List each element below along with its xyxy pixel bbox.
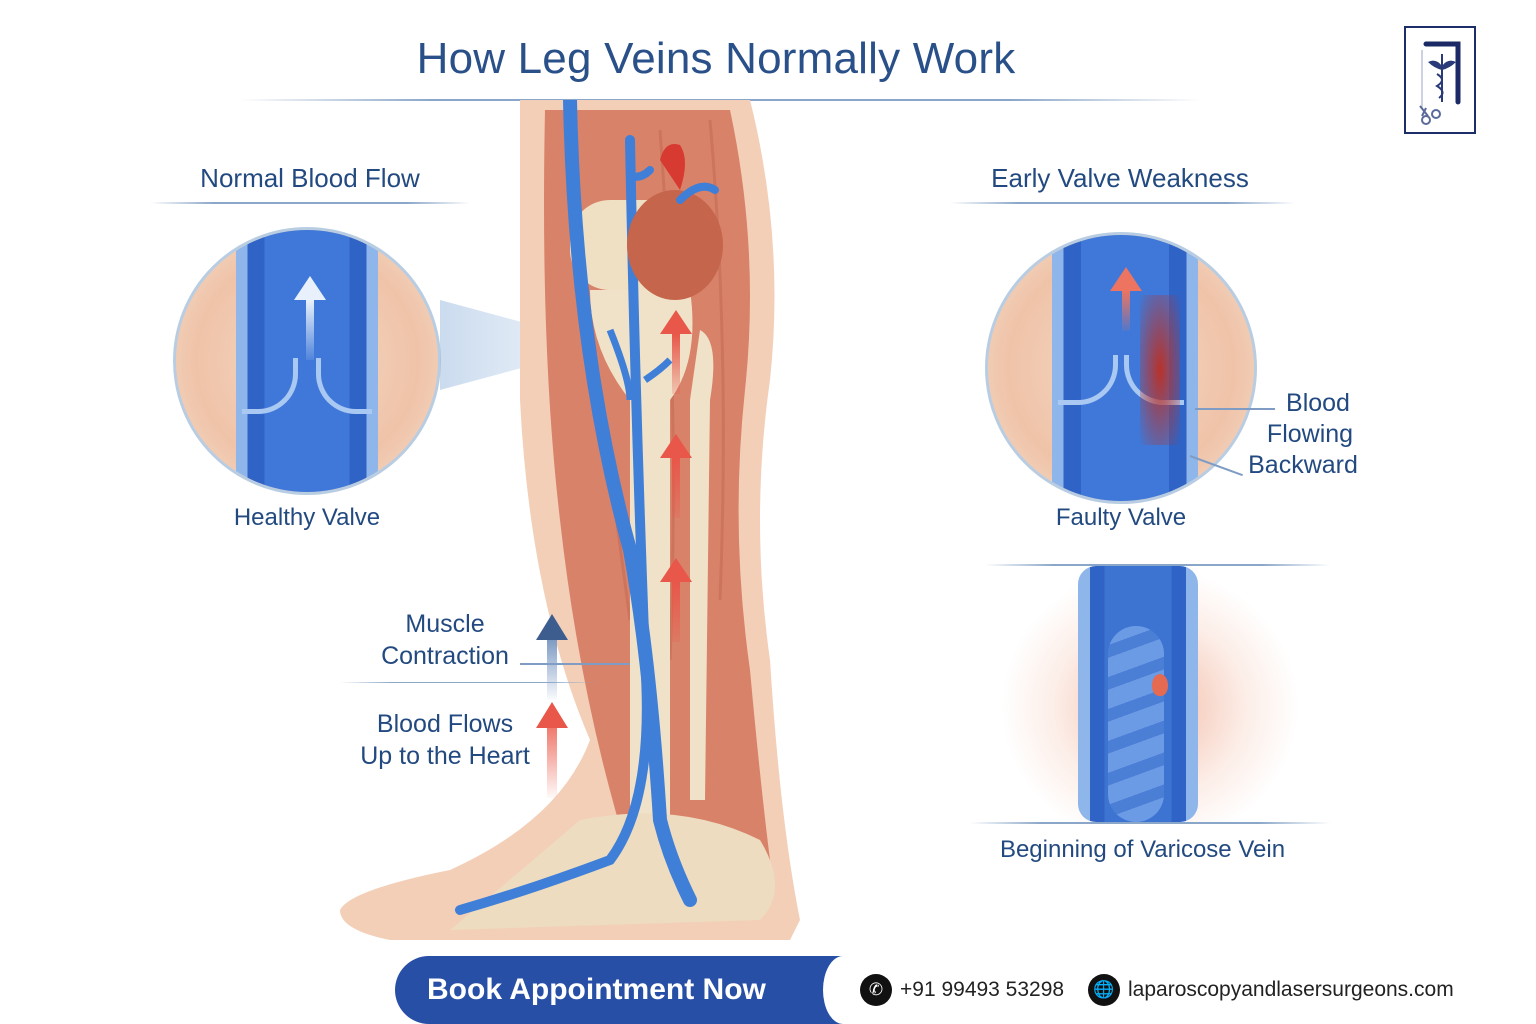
page-title: How Leg Veins Normally Work [416, 34, 1016, 83]
arrow-up-icon [536, 614, 568, 700]
arrow-up-icon [660, 558, 692, 642]
center-divider [340, 682, 600, 683]
normal-blood-flow-heading: Normal Blood Flow [200, 163, 420, 193]
twisted-vein [1108, 626, 1164, 822]
blood-pocket [1152, 674, 1168, 696]
phone-number: +91 99493 53298 [900, 978, 1065, 1001]
arrow-up-icon [294, 276, 326, 360]
arrow-up-icon [660, 434, 692, 518]
website-link[interactable]: 🌐 laparoscopyandlasersurgeons.com [1088, 972, 1454, 1008]
clinic-logo [1404, 26, 1476, 134]
valve-leaflet-right [316, 358, 372, 414]
caduceus-scissors-logo-icon [1419, 41, 1461, 125]
healthy-valve-caption: Healthy Valve [233, 504, 381, 531]
varicose-top-divider [985, 564, 1330, 566]
book-appointment-label: Book Appointment Now [427, 973, 766, 1006]
callout-pointer-upper [1195, 408, 1275, 410]
faulty-valve-caption: Faulty Valve [1055, 504, 1187, 531]
website-url: laparoscopyandlasersurgeons.com [1128, 978, 1454, 1001]
blood-flows-up-label: Blood Flows Up to the Heart [360, 710, 530, 770]
globe-icon: 🌐 [1088, 974, 1120, 1006]
varicose-bottom-divider [970, 822, 1330, 824]
blood-flow-arrows [660, 310, 692, 642]
phone-contact[interactable]: ✆ +91 99493 53298 [860, 972, 1064, 1008]
muscle-contraction-label: Muscle Contraction [381, 610, 509, 670]
leg-anatomy-illustration [330, 93, 800, 960]
valve-leaflet-left [242, 358, 298, 414]
varicose-vein-caption: Beginning of Varicose Vein [999, 836, 1286, 863]
varicose-vein-illustration [1000, 566, 1300, 822]
phone-icon: ✆ [860, 974, 892, 1006]
book-appointment-button[interactable]: Book Appointment Now [395, 956, 863, 1024]
arrow-up-icon [536, 702, 568, 798]
muscle-pointer-line [520, 663, 630, 665]
left-heading-divider [150, 202, 470, 204]
backflow-blood [1140, 295, 1180, 445]
healthy-valve-illustration [173, 227, 441, 495]
blood-flowing-backward-label: Blood Flowing Backward [1248, 389, 1358, 479]
arrow-up-icon [1110, 267, 1142, 331]
right-heading-divider [950, 202, 1295, 204]
faulty-valve-illustration [985, 232, 1257, 504]
arrow-up-icon [660, 310, 692, 394]
early-valve-weakness-heading: Early Valve Weakness [991, 163, 1249, 193]
